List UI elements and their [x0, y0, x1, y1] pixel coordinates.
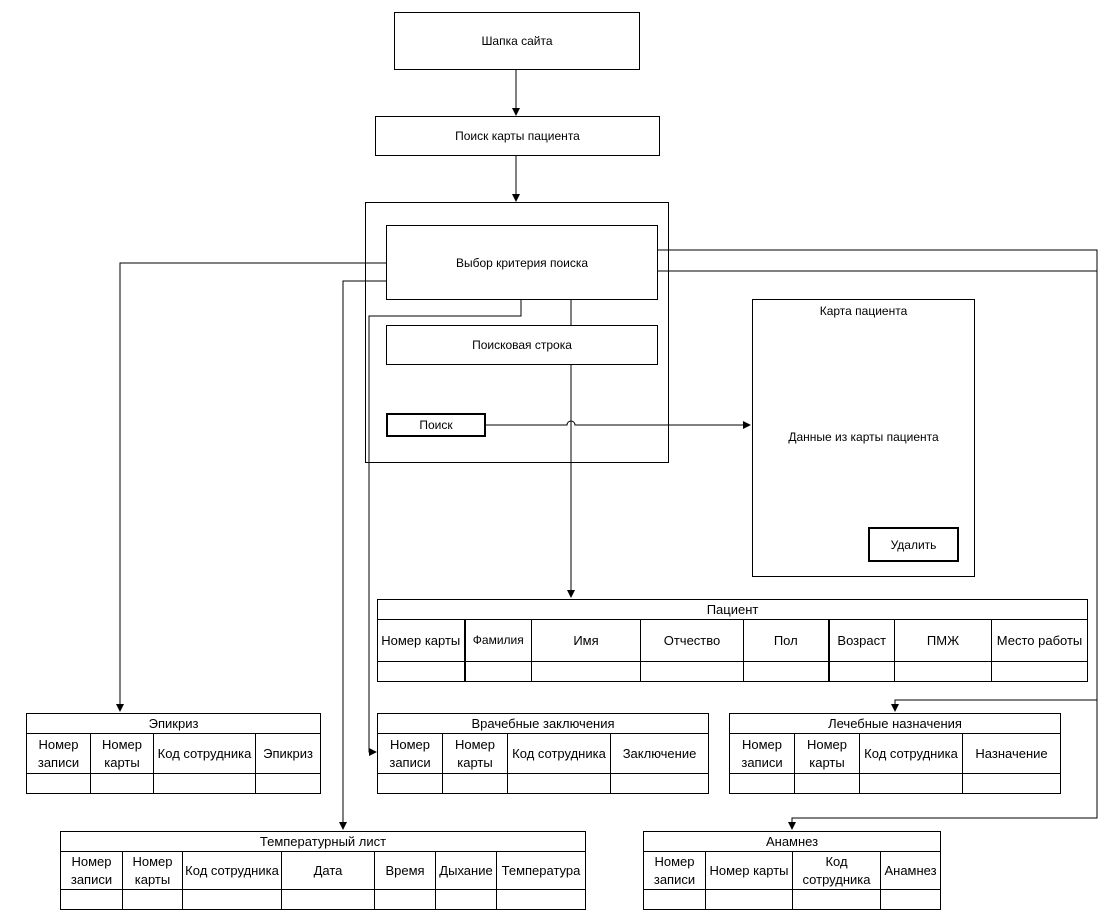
arrow-criteria-to-anamnesis: [657, 270, 1098, 830]
column-header: Номер записи: [377, 733, 443, 774]
column-header: Температура: [495, 851, 587, 890]
column-header: Время: [374, 851, 436, 890]
column-header: Эпикриз: [254, 733, 322, 774]
column-header: Заключение: [609, 733, 710, 774]
search-panel: [365, 202, 669, 463]
conclusions-table: Врачебные заключения Номер записи Номер …: [376, 713, 710, 794]
column-header: Код сотрудника: [859, 733, 963, 774]
column-header: Номер карты: [377, 619, 465, 662]
table-row: [377, 661, 1089, 682]
site-header-box: Шапка сайта: [394, 12, 640, 70]
arrow-search-to-card: [485, 420, 751, 429]
column-header: Назначение: [961, 733, 1062, 774]
column-header: Код сотрудника: [153, 733, 256, 774]
table-row: [377, 773, 710, 794]
patient-table-title: Пациент: [376, 599, 1089, 620]
table-row: [643, 889, 942, 910]
epicrisis-table-title: Эпикриз: [25, 713, 322, 734]
column-header: Пол: [743, 619, 829, 662]
column-header: Анамнез: [879, 851, 942, 890]
column-header: Номер карты: [794, 733, 860, 774]
column-header: Номер карты: [122, 851, 183, 890]
epicrisis-table: Эпикриз Номер записи Номер карты Код сот…: [25, 713, 322, 794]
patient-card-data: Данные из карты пациента: [788, 430, 939, 444]
column-header: Номер записи: [643, 851, 706, 890]
column-header: Номер карты: [705, 851, 793, 890]
search-card-box: Поиск карты пациента: [375, 116, 660, 156]
column-header: Код сотрудника: [507, 733, 611, 774]
anamnesis-table: Анамнез Номер записи Номер карты Код сот…: [642, 831, 942, 910]
column-header: Имя: [531, 619, 641, 662]
column-header: Номер записи: [26, 733, 91, 774]
search-criteria-select[interactable]: Выбор критерия поиска: [386, 225, 658, 300]
conclusions-table-title: Врачебные заключения: [376, 713, 710, 734]
column-header: Отчество: [640, 619, 744, 662]
table-row: [729, 773, 1062, 794]
temperature-table-title: Температурный лист: [59, 831, 587, 852]
column-header: ПМЖ: [894, 619, 992, 662]
column-header: Дыхание: [435, 851, 497, 890]
treatment-table: Лечебные назначения Номер записи Номер к…: [728, 713, 1062, 794]
patient-table: Пациент Номер карты Фамилия Имя Отчество…: [376, 599, 1089, 682]
column-header: Фамилия: [463, 619, 532, 662]
column-header: Номер карты: [442, 733, 508, 774]
delete-button[interactable]: Удалить: [868, 527, 959, 562]
treatment-table-title: Лечебные назначения: [728, 713, 1062, 734]
anamnesis-table-title: Анамнез: [642, 831, 942, 852]
arrow-criteria-to-temperature: [339, 280, 387, 830]
column-header: Номер записи: [729, 733, 795, 774]
column-header: Возраст: [827, 619, 895, 662]
column-header: Номер карты: [90, 733, 154, 774]
column-header: Код сотрудника: [792, 851, 881, 890]
column-header: Номер записи: [60, 851, 123, 890]
temperature-table: Температурный лист Номер записи Номер ка…: [59, 831, 587, 910]
search-button[interactable]: Поиск: [386, 413, 486, 437]
table-row: [26, 773, 322, 794]
column-header: Дата: [281, 851, 375, 890]
arrow-criteria-to-conclusions: [368, 299, 522, 756]
patient-card-title: Карта пациента: [819, 304, 908, 318]
table-row: [60, 889, 587, 910]
column-header: Место работы: [990, 619, 1089, 662]
column-header: Код сотрудника: [182, 851, 282, 890]
arrow-criteria-to-epicrisis: [116, 262, 387, 712]
search-input[interactable]: Поисковая строка: [386, 325, 658, 365]
